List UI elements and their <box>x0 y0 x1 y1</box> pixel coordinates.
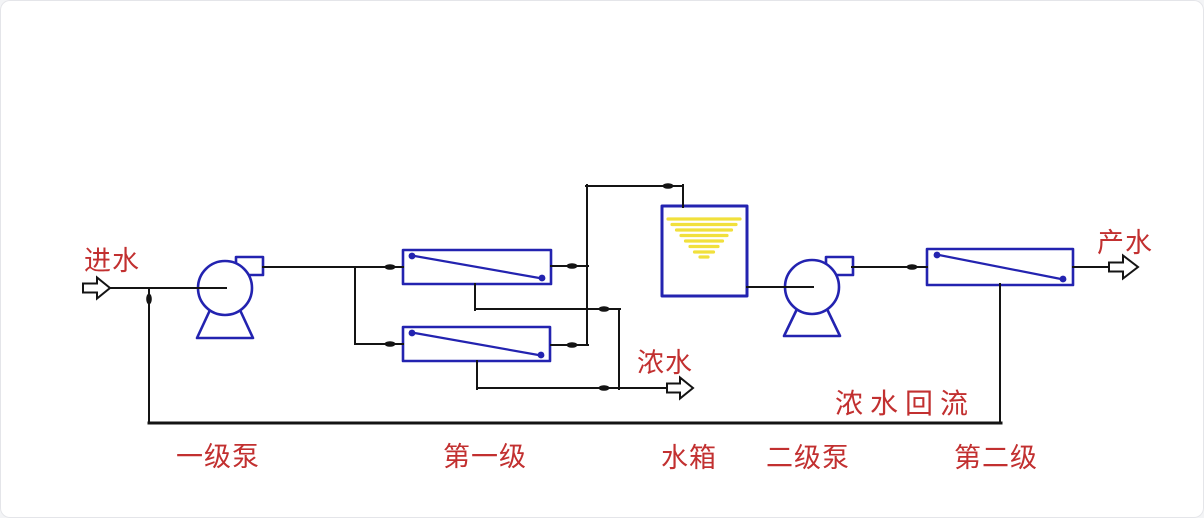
pump-2-icon <box>782 255 855 338</box>
membrane-module-2-icon <box>401 325 552 363</box>
tank-label: 水箱 <box>661 443 717 474</box>
pump-stage1-label: 一级泵 <box>176 442 260 473</box>
pipe-joint-dot <box>384 264 396 270</box>
pipe-joint-dot <box>662 183 674 189</box>
pipe-joint-dot <box>906 264 918 270</box>
feed-label: 进水 <box>84 246 140 277</box>
tank-water-level-icon <box>666 217 742 259</box>
product-label: 产水 <box>1097 228 1153 259</box>
stage1-label: 第一级 <box>443 442 527 473</box>
pump-1-icon <box>195 255 265 340</box>
membrane-module-3-icon <box>925 247 1075 287</box>
pipe-joint-dot <box>598 385 610 391</box>
pipe-joint-dot <box>146 293 152 305</box>
pipe-joint-dot <box>566 263 578 269</box>
membrane-module-1-icon <box>401 248 553 286</box>
pump-stage2-label: 二级泵 <box>766 443 850 474</box>
stage2-label: 第二级 <box>954 443 1038 474</box>
concentrate-arrow-icon <box>666 375 695 401</box>
product-arrow-icon <box>1108 253 1140 281</box>
concentrate-label: 浓水 <box>637 348 693 379</box>
pipe-joint-dot <box>566 342 578 348</box>
feed-arrow-icon <box>82 275 112 301</box>
concentrate-return-label: 浓水回流 <box>835 387 975 420</box>
pipe-joint-dot <box>598 306 610 312</box>
water-tank-icon <box>660 204 749 298</box>
pipe-joint-dot <box>384 341 396 347</box>
